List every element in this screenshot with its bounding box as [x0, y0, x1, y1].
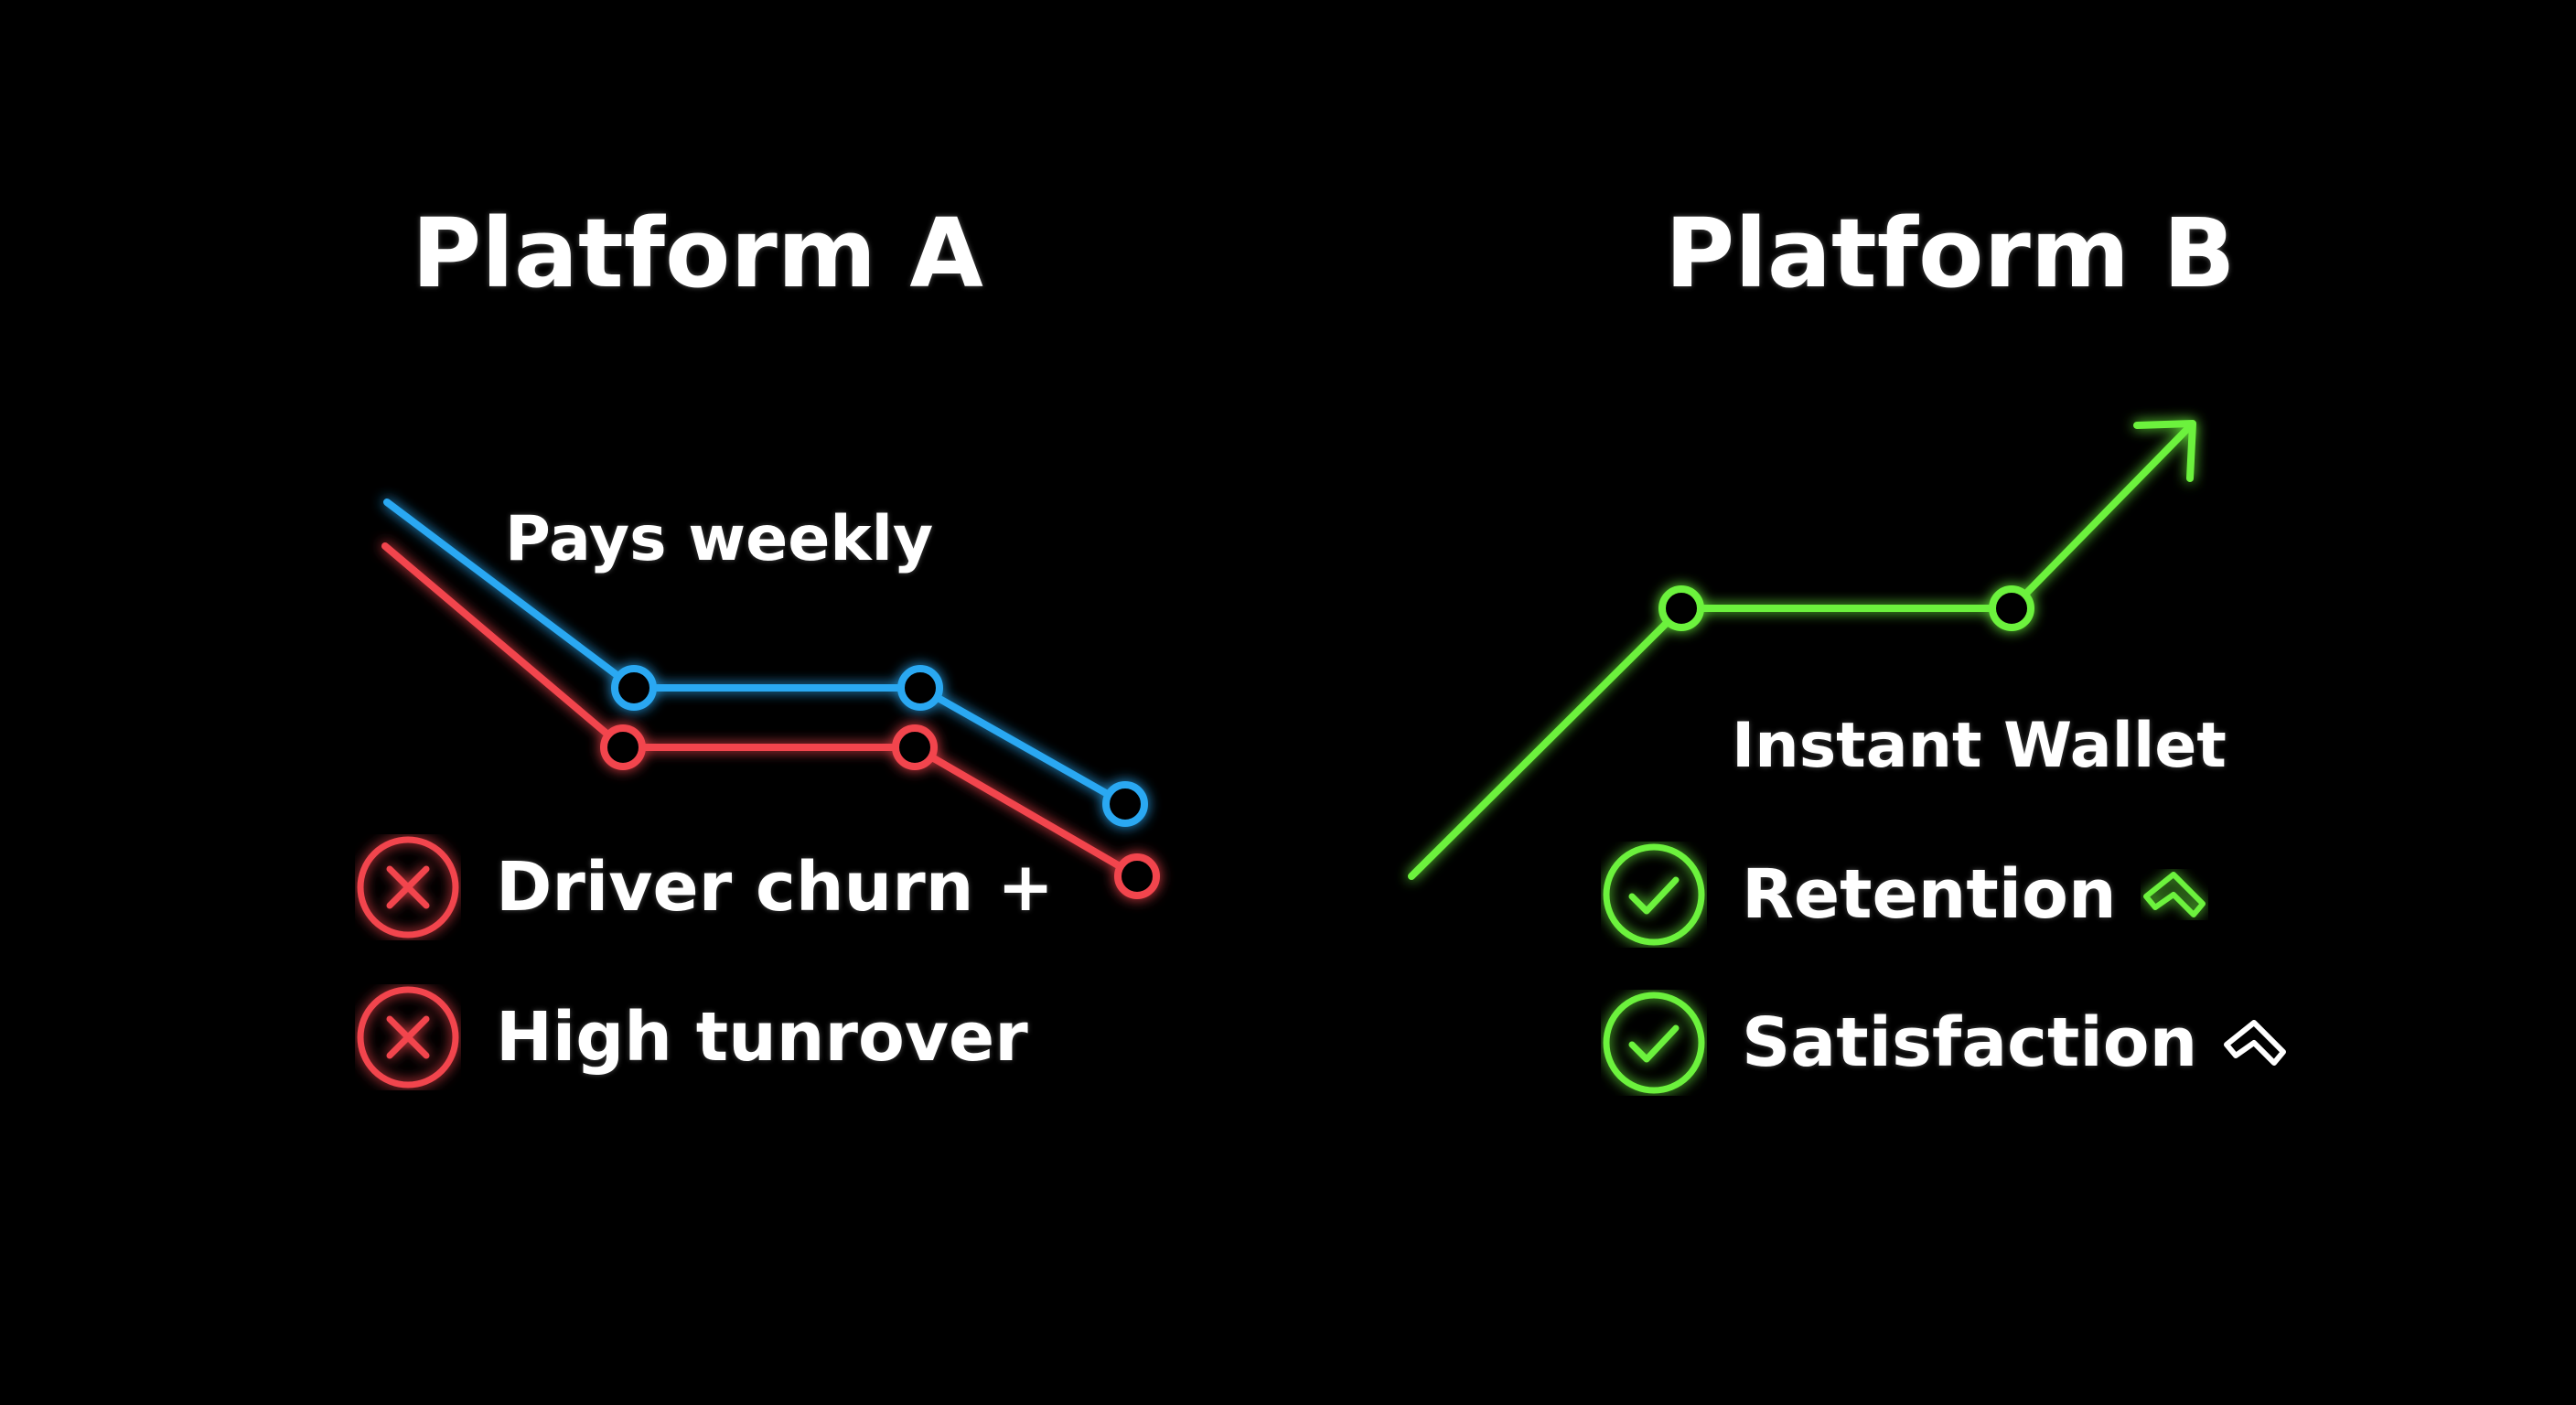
up-chevron-icon	[2142, 872, 2206, 917]
green-line-node	[1658, 585, 1704, 631]
blue-line-node	[897, 665, 943, 711]
platform-b-title: Platform B	[1665, 198, 2236, 309]
platform-b-item-text: Satisfaction	[1742, 1003, 2198, 1082]
blue-line-node	[611, 665, 657, 711]
up-chevron-icon	[2224, 1020, 2287, 1066]
platform-a-item: Driver churn +	[355, 834, 1054, 940]
x-circle-icon	[357, 986, 459, 1089]
platform-a-red-line	[381, 542, 1141, 880]
red-line-node	[600, 724, 646, 770]
check-circle-icon	[1603, 843, 1705, 946]
red-line-node	[892, 724, 938, 770]
platform-a-item-text: Driver churn +	[496, 848, 1055, 927]
platform-a-item-text: High tunrover	[496, 998, 1028, 1077]
platform-a-blue-line	[383, 499, 1129, 808]
platform-b-item-text: Retention	[1742, 855, 2117, 934]
check-circle-icon	[1603, 992, 1705, 1094]
platform-b-green-line	[1408, 421, 2195, 880]
platform-a-item: High tunrover	[355, 984, 1028, 1090]
blue-line-node	[1102, 781, 1148, 827]
platform-a-title: Platform A	[412, 198, 983, 309]
platform-b-label: Instant Wallet	[1732, 710, 2227, 782]
arrow-head-icon	[2133, 420, 2196, 482]
platform-a-label: Pays weekly	[505, 503, 934, 575]
platform-b-item: Retention	[1601, 842, 2208, 948]
platform-b-item: Satisfaction	[1601, 990, 2289, 1096]
red-line-node	[1114, 853, 1160, 899]
x-circle-icon	[357, 836, 459, 938]
green-line-node	[1989, 585, 2034, 631]
